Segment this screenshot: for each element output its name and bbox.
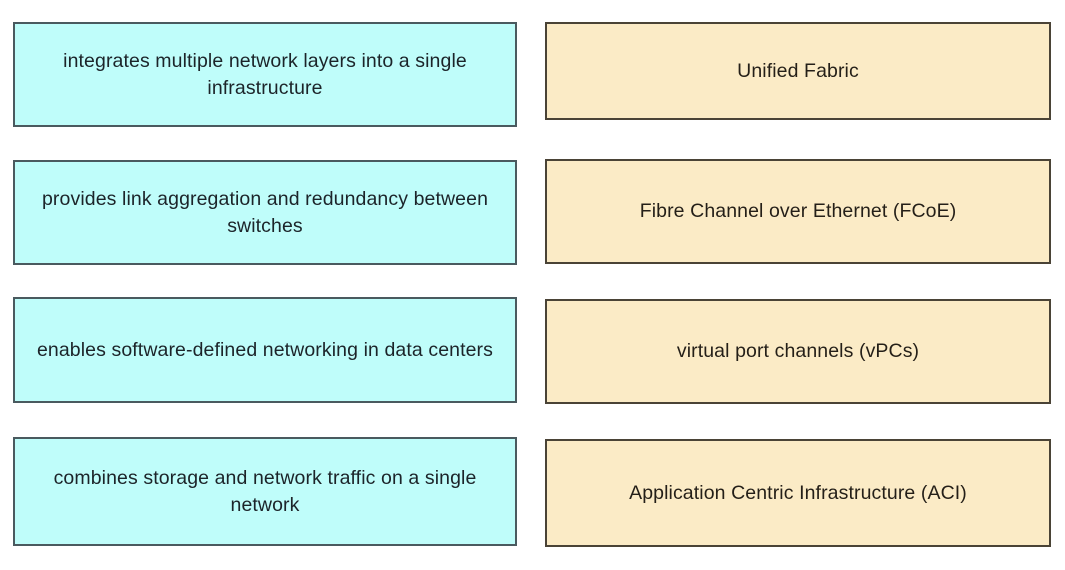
term-card-1-label: Unified Fabric [737, 59, 859, 82]
term-card-4[interactable]: Application Centric Infrastructure (ACI) [545, 439, 1051, 547]
description-card-3[interactable]: enables software-defined networking in d… [13, 297, 517, 403]
term-card-3[interactable]: virtual port channels (vPCs) [545, 299, 1051, 404]
terms-column: Unified Fabric Fibre Channel over Ethern… [545, 0, 1051, 570]
description-card-2[interactable]: provides link aggregation and redundancy… [13, 160, 517, 265]
term-card-1[interactable]: Unified Fabric [545, 22, 1051, 120]
descriptions-column: integrates multiple network layers into … [13, 0, 517, 570]
description-card-2-label: provides link aggregation and redundancy… [41, 188, 489, 237]
term-card-2[interactable]: Fibre Channel over Ethernet (FCoE) [545, 159, 1051, 264]
description-card-4-label: combines storage and network traffic on … [53, 467, 477, 516]
term-card-2-label: Fibre Channel over Ethernet (FCoE) [639, 200, 957, 223]
term-card-4-label: Application Centric Infrastructure (ACI) [629, 481, 967, 504]
description-card-1[interactable]: integrates multiple network layers into … [13, 22, 517, 127]
description-card-4[interactable]: combines storage and network traffic on … [13, 437, 517, 546]
description-card-3-label: enables software-defined networking in d… [36, 338, 494, 361]
description-card-1-label: integrates multiple network layers into … [63, 50, 467, 99]
term-card-3-label: virtual port channels (vPCs) [676, 340, 920, 363]
